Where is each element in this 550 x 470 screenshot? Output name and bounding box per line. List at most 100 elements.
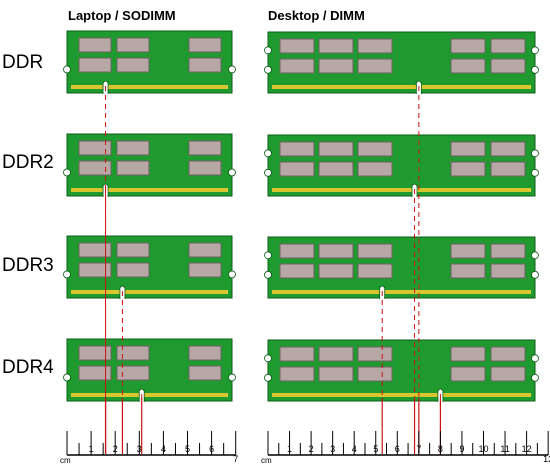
desktop-ddr3-module [264,236,539,299]
side-notch [264,270,272,279]
gold-contacts [71,290,228,294]
memory-chip [188,242,222,258]
side-notch [264,251,272,260]
memory-chip [116,57,150,73]
side-notch [228,270,236,279]
memory-chip [279,263,315,279]
desktop-ddr2-module [264,134,539,197]
memory-chip [490,58,526,74]
memory-chip [450,243,486,259]
ruler-unit-label: cm [60,456,71,465]
ruler-tick-label: 3 [137,444,142,454]
ruler-unit-label: cm [261,456,272,465]
desktop-ddr-module [264,31,539,94]
memory-chip [188,37,222,53]
ruler-tick-label: 9 [459,444,464,454]
ruler-tick-label: 13 [543,454,550,464]
memory-chip [279,161,315,177]
laptop-ddr4-module [63,338,236,402]
gold-contacts [71,85,228,89]
gold-contacts [272,393,531,397]
side-notch [531,251,539,260]
gold-contacts [71,393,228,397]
side-notch [531,65,539,74]
ruler-tick-label: 1 [89,444,94,454]
memory-chip [188,140,222,156]
ruler-tick-label: 3 [330,444,335,454]
memory-chip [188,160,222,176]
ruler-tick-label: 1 [287,444,292,454]
side-notch [264,354,272,363]
ruler-tick-label: 6 [209,444,214,454]
memory-chip [318,346,354,362]
side-notch [228,168,236,177]
side-notch [264,65,272,74]
memory-chip [188,365,222,381]
memory-chip [279,38,315,54]
memory-chip [450,38,486,54]
memory-chip [78,57,112,73]
side-notch [264,46,272,55]
ruler-tick-label: 4 [161,444,166,454]
laptop-ddr3-module [63,235,236,299]
side-notch [531,354,539,363]
memory-chip [78,140,112,156]
memory-chip [357,366,393,382]
ruler-tick-label: 2 [113,444,118,454]
ruler-tick-label: 8 [438,444,443,454]
memory-chip [78,262,112,278]
memory-chip [450,346,486,362]
gold-contacts [272,188,531,192]
memory-chip [450,263,486,279]
side-notch [531,168,539,177]
memory-chip [450,141,486,157]
laptop-ddr-module [63,30,236,94]
memory-chip [116,365,150,381]
memory-chip [318,141,354,157]
memory-chip [490,141,526,157]
side-notch [531,46,539,55]
ruler-tick-label: 12 [522,444,532,454]
memory-chip [279,141,315,157]
memory-chip [318,58,354,74]
memory-chip [318,366,354,382]
memory-chip [357,58,393,74]
memory-chip [188,345,222,361]
desktop-column-title: Desktop / DIMM [268,8,365,23]
desktop-ddr4-module [264,339,539,402]
side-notch [63,65,71,74]
memory-chip [279,366,315,382]
memory-chip [450,58,486,74]
ruler-tick-label: 10 [478,444,488,454]
desktop-ruler: cm12345678910111213 [261,431,550,465]
side-notch [264,149,272,158]
memory-chip [357,243,393,259]
gold-contacts [272,85,531,89]
ruler-tick-label: 11 [500,444,509,454]
side-notch [264,168,272,177]
memory-chip [78,345,112,361]
memory-chip [116,242,150,258]
memory-chip [78,242,112,258]
memory-chip [490,243,526,259]
memory-chip [318,263,354,279]
memory-chip [116,37,150,53]
memory-chip [450,366,486,382]
memory-chip [357,161,393,177]
memory-chip [357,38,393,54]
memory-chip [318,38,354,54]
ruler-tick-label: 6 [395,444,400,454]
ruler-tick-label: 5 [185,444,190,454]
memory-chip [450,161,486,177]
memory-chip [318,243,354,259]
memory-chip [490,38,526,54]
label-ddr2: DDR2 [2,152,54,173]
memory-chip [78,160,112,176]
label-ddr4: DDR4 [2,357,54,378]
memory-chip [116,262,150,278]
memory-chip [490,366,526,382]
memory-chip [116,345,150,361]
memory-chip [188,262,222,278]
